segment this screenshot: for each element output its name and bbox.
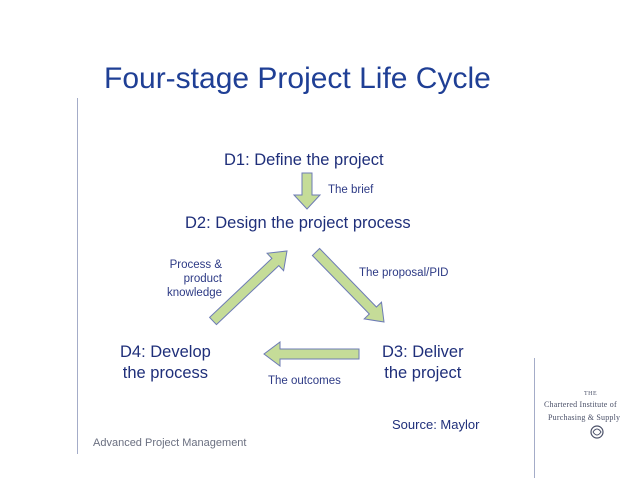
node-d4-line2: the process bbox=[122, 364, 209, 382]
logo-line3: Purchasing & Supply bbox=[548, 413, 621, 422]
node-d2: D2: Design the project process bbox=[185, 214, 411, 232]
label-process-line3: knowledge bbox=[167, 287, 222, 299]
node-d3-line2: the project bbox=[384, 364, 462, 382]
arrow-d2-to-d3 bbox=[311, 247, 385, 323]
label-process-knowledge: Process & product knowledge bbox=[148, 259, 222, 299]
label-proposal-pid: The proposal/PID bbox=[359, 267, 449, 279]
node-d3-line1: D3: Deliver bbox=[382, 343, 464, 361]
arrow-d1-to-d2 bbox=[292, 172, 322, 210]
node-d4: D4: Develop the process bbox=[120, 343, 211, 383]
page-title: Four-stage Project Life Cycle bbox=[104, 62, 491, 95]
label-process-line1: Process & bbox=[169, 259, 222, 271]
node-d4-line1: D4: Develop bbox=[120, 343, 211, 361]
logo-line2: Chartered Institute of bbox=[544, 400, 617, 409]
logo-emblem-icon bbox=[590, 425, 604, 439]
label-the-brief: The brief bbox=[328, 184, 374, 196]
node-d1: D1: Define the project bbox=[224, 151, 384, 169]
source-note: Source: Maylor bbox=[392, 417, 480, 432]
footer-text: Advanced Project Management bbox=[93, 437, 247, 449]
right-divider-line bbox=[534, 358, 535, 478]
arrow-d3-to-d4 bbox=[263, 341, 360, 367]
label-the-outcomes: The outcomes bbox=[268, 375, 341, 387]
node-d3: D3: Deliver the project bbox=[382, 343, 464, 383]
left-divider-line bbox=[77, 98, 78, 454]
cips-logo: THE Chartered Institute of Purchasing & … bbox=[542, 388, 632, 448]
label-process-line2: product bbox=[183, 273, 222, 285]
logo-line1: THE bbox=[584, 391, 598, 397]
arrow-d4-to-d2 bbox=[208, 250, 288, 326]
